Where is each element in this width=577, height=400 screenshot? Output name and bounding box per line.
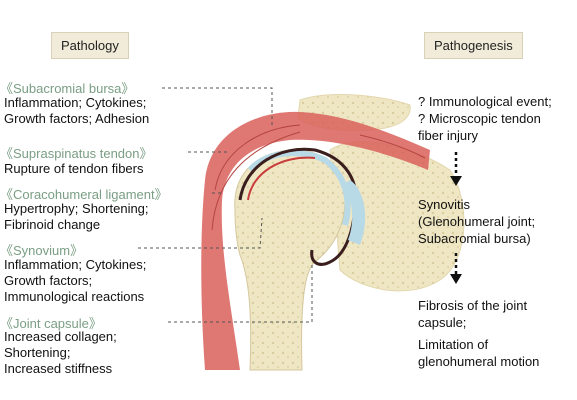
muscle-fibers: [211, 124, 426, 231]
pathogenesis-line: Synovitis: [418, 197, 471, 212]
pathology-header: Pathology: [51, 32, 129, 59]
arrow-head-2: [450, 274, 462, 284]
humerus: [234, 149, 346, 371]
pathogenesis-line: glenohumeral motion: [418, 354, 540, 369]
pathology-line: Hypertrophy; Shortening;: [4, 201, 149, 216]
pathogenesis-line: Subacromial bursa): [418, 231, 531, 246]
pathology-line: Inflammation; Cytokines;: [4, 257, 147, 272]
glenoid: [342, 180, 366, 245]
tag-synovium: 《Synovium》: [0, 243, 84, 258]
pathology-line: Growth factors; Adhesion: [4, 111, 150, 126]
pathology-line: Increased stiffness: [4, 361, 113, 376]
pathogenesis-line: fiber injury: [418, 128, 478, 143]
pathogenesis-line: ? Immunological event;: [418, 94, 552, 109]
pathogenesis-line: ? Microscopic tendon: [418, 111, 541, 126]
pathology-line: Inflammation; Cytokines;: [4, 95, 147, 110]
pathogenesis-line: Limitation of: [418, 337, 489, 352]
tag-supraspinatus-tendon: 《Supraspinatus tendon》: [0, 146, 153, 161]
arrow-head-1: [450, 176, 462, 186]
tag-coracohumeral-ligament: 《Coracohumeral ligament》: [0, 187, 168, 202]
pathology-line: Fibrinoid change: [4, 217, 101, 232]
pathogenesis-line: Fibrosis of the joint: [418, 298, 528, 313]
tag-joint-capsule: 《Joint capsule》: [0, 316, 102, 331]
tag-subacromial-bursa: 《Subacromial bursa》: [0, 81, 135, 96]
pathology-line: Rupture of tendon fibers: [4, 161, 144, 176]
pathogenesis-line: capsule;: [418, 315, 467, 330]
synovium: [247, 156, 316, 201]
pathology-line: Immunological reactions: [4, 289, 145, 304]
pathology-line: Increased collagen;: [4, 329, 117, 344]
pathogenesis-line: (Glenohumeral joint;: [418, 214, 536, 229]
leader-lines: [138, 87, 313, 323]
pathogenesis-header: Pathogenesis: [424, 32, 523, 59]
pathology-line: Shortening;: [4, 345, 71, 360]
deltoid-muscle: [201, 111, 430, 370]
pathology-line: Growth factors;: [4, 273, 93, 288]
